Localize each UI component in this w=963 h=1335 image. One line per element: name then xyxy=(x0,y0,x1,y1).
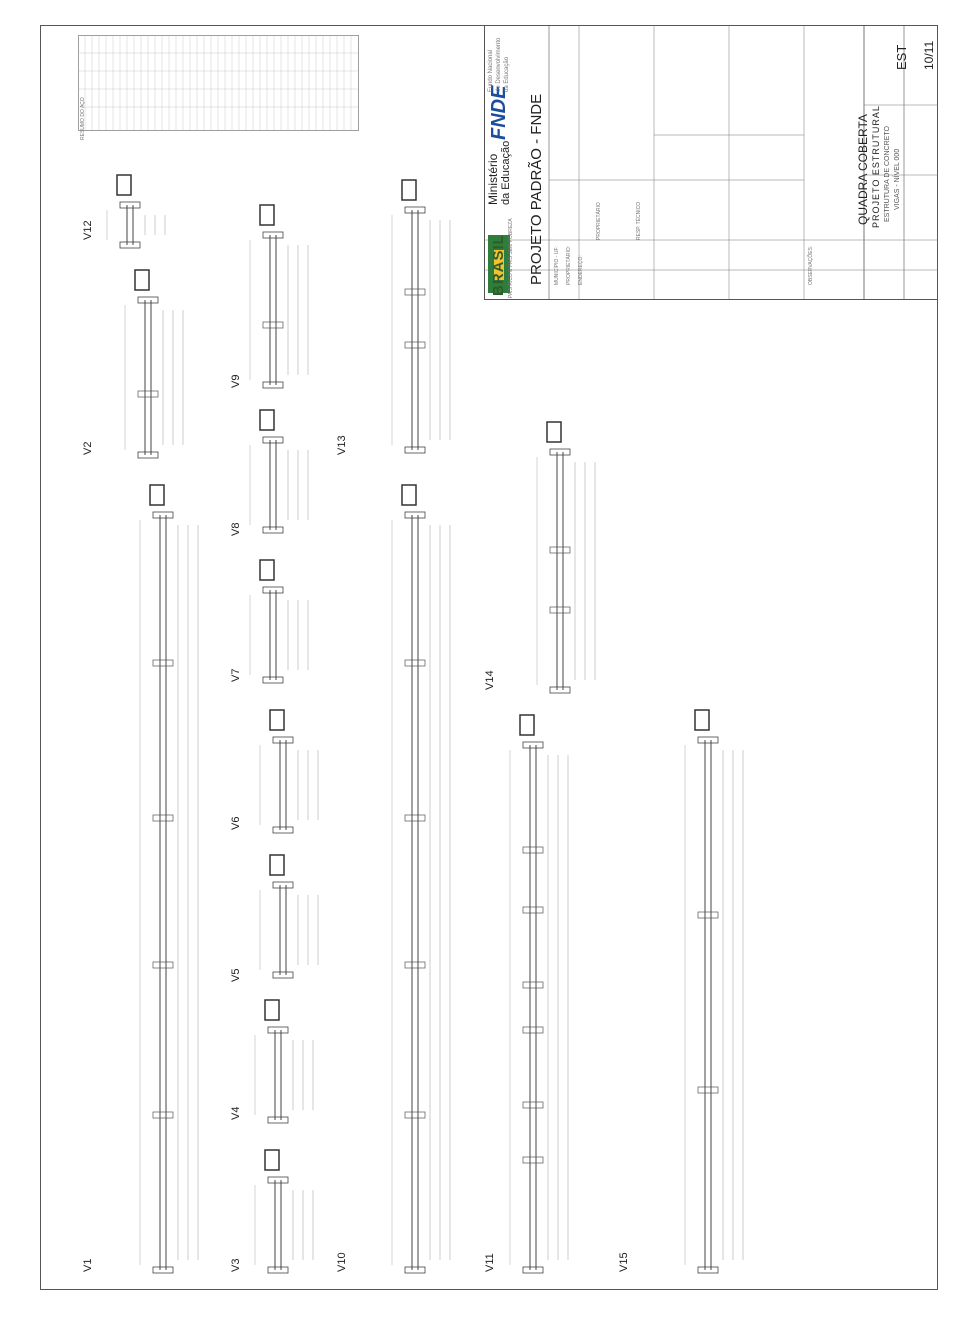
beam-v11-support-6 xyxy=(522,1156,544,1164)
beam-label-v6: V6 xyxy=(230,816,242,830)
beam-v13-support-1 xyxy=(404,288,426,296)
beam-v5-support-end xyxy=(272,971,294,979)
beam-v13-support-start xyxy=(404,206,426,214)
beam-v10-support-1 xyxy=(404,659,426,667)
beam-v14-support-1 xyxy=(549,546,571,554)
beam-v9-support-1 xyxy=(262,321,284,329)
beam-v11-support-1 xyxy=(522,846,544,854)
beam-v1-support-end xyxy=(152,1266,174,1274)
beam-v10-section-icon xyxy=(401,484,417,506)
beam-v10-support-4 xyxy=(404,1111,426,1119)
steel-table xyxy=(78,35,359,131)
beam-v1-section-icon xyxy=(149,484,165,506)
beam-v12-support-start xyxy=(119,201,141,209)
beam-v12-section-icon xyxy=(116,174,132,196)
beam-v7-support-end xyxy=(262,676,284,684)
beam-v5-support-start xyxy=(272,881,294,889)
beam-label-v7: V7 xyxy=(230,668,242,682)
beam-v9-support-start xyxy=(262,231,284,239)
beam-v11-support-3 xyxy=(522,981,544,989)
beam-v1-support-3 xyxy=(152,961,174,969)
beam-v14-section-icon xyxy=(546,421,562,443)
beam-v11-support-end xyxy=(522,1266,544,1274)
beam-v8-support-start xyxy=(262,436,284,444)
beam-v6-section-icon xyxy=(269,709,285,731)
beam-v8-support-end xyxy=(262,526,284,534)
beam-v15-support-2 xyxy=(697,1086,719,1094)
beam-v2-support-1 xyxy=(137,390,159,398)
beam-v9-support-end xyxy=(262,381,284,389)
beam-v14-support-end xyxy=(549,686,571,694)
beam-v15-section-icon xyxy=(694,709,710,731)
beam-v2-section-icon xyxy=(134,269,150,291)
beam-v10-support-start xyxy=(404,511,426,519)
beam-v10-support-end xyxy=(404,1266,426,1274)
beam-v13-support-end xyxy=(404,446,426,454)
beam-v3-support-end xyxy=(267,1266,289,1274)
beam-label-v5: V5 xyxy=(230,968,242,982)
beam-v15-support-start xyxy=(697,736,719,744)
beam-label-v4: V4 xyxy=(230,1106,242,1120)
beam-v3-section-icon xyxy=(264,1149,280,1171)
beam-v3-support-start xyxy=(267,1176,289,1184)
beam-v4-support-end xyxy=(267,1116,289,1124)
beam-label-v9: V9 xyxy=(230,374,242,388)
beam-v6-support-end xyxy=(272,826,294,834)
beam-label-v13: V13 xyxy=(336,435,348,455)
beam-v15-support-end xyxy=(697,1266,719,1274)
beam-v8-section-icon xyxy=(259,409,275,431)
beam-v2-support-end xyxy=(137,451,159,459)
beam-v11-support-5 xyxy=(522,1101,544,1109)
beam-label-v1: V1 xyxy=(82,1258,94,1272)
beam-v4-support-start xyxy=(267,1026,289,1034)
beam-v9-section-icon xyxy=(259,204,275,226)
beam-v2-support-start xyxy=(137,296,159,304)
beam-v11-support-2 xyxy=(522,906,544,914)
beam-label-v2: V2 xyxy=(82,441,94,455)
beam-v4-section-icon xyxy=(264,999,280,1021)
beam-v14-support-start xyxy=(549,448,571,456)
beam-v1-support-2 xyxy=(152,814,174,822)
beam-v15-support-1 xyxy=(697,911,719,919)
beam-v11-section-icon xyxy=(519,714,535,736)
beam-v1-support-4 xyxy=(152,1111,174,1119)
beam-v10-support-2 xyxy=(404,814,426,822)
beam-v14-support-2 xyxy=(549,606,571,614)
beam-label-v15: V15 xyxy=(618,1252,630,1272)
beam-v10-support-3 xyxy=(404,961,426,969)
beam-v1-support-1 xyxy=(152,659,174,667)
beam-v5-section-icon xyxy=(269,854,285,876)
beam-v7-support-start xyxy=(262,586,284,594)
beam-label-v12: V12 xyxy=(82,220,94,240)
beam-v1-support-start xyxy=(152,511,174,519)
beam-v11-support-start xyxy=(522,741,544,749)
beam-v7-section-icon xyxy=(259,559,275,581)
beam-v13-support-2 xyxy=(404,341,426,349)
beam-label-v3: V3 xyxy=(230,1258,242,1272)
beam-label-v11: V11 xyxy=(484,1253,496,1272)
beam-v12-support-end xyxy=(119,241,141,249)
beam-v13-section-icon xyxy=(401,179,417,201)
beam-label-v10: V10 xyxy=(336,1252,348,1272)
beam-label-v14: V14 xyxy=(484,670,496,690)
beam-label-v8: V8 xyxy=(230,522,242,536)
beam-v11-support-4 xyxy=(522,1026,544,1034)
title-block-frame xyxy=(484,25,938,300)
beam-v6-support-start xyxy=(272,736,294,744)
